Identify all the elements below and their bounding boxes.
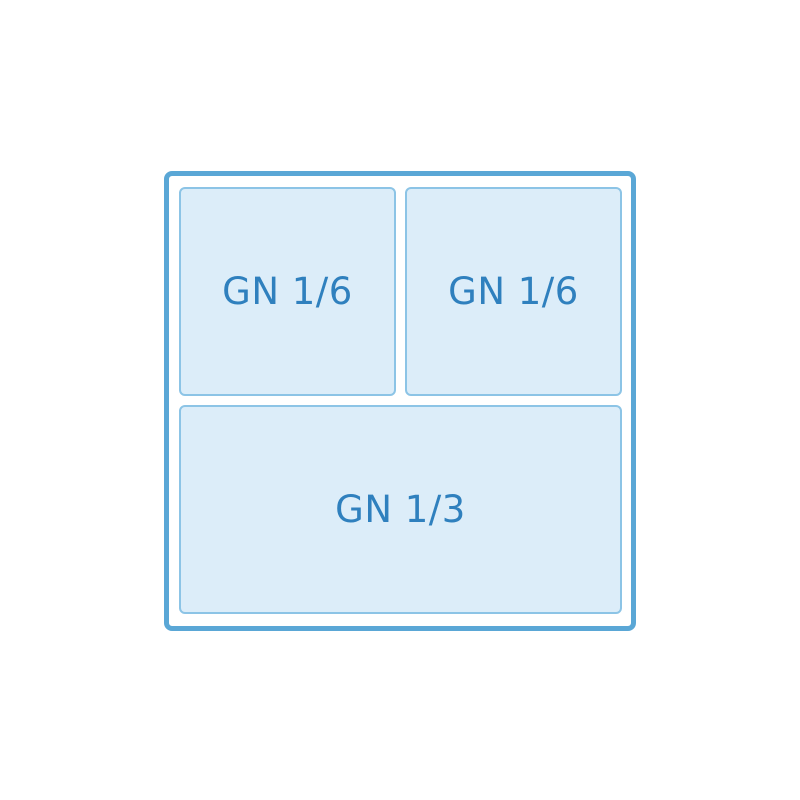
pan-gn-1-3-bottom: GN 1/3 [179,405,622,614]
pan-label: GN 1/3 [335,488,466,531]
pan-label: GN 1/6 [448,270,579,313]
pan-gn-1-6-right: GN 1/6 [405,187,622,396]
pan-gn-1-6-left: GN 1/6 [179,187,396,396]
pan-label: GN 1/6 [222,270,353,313]
